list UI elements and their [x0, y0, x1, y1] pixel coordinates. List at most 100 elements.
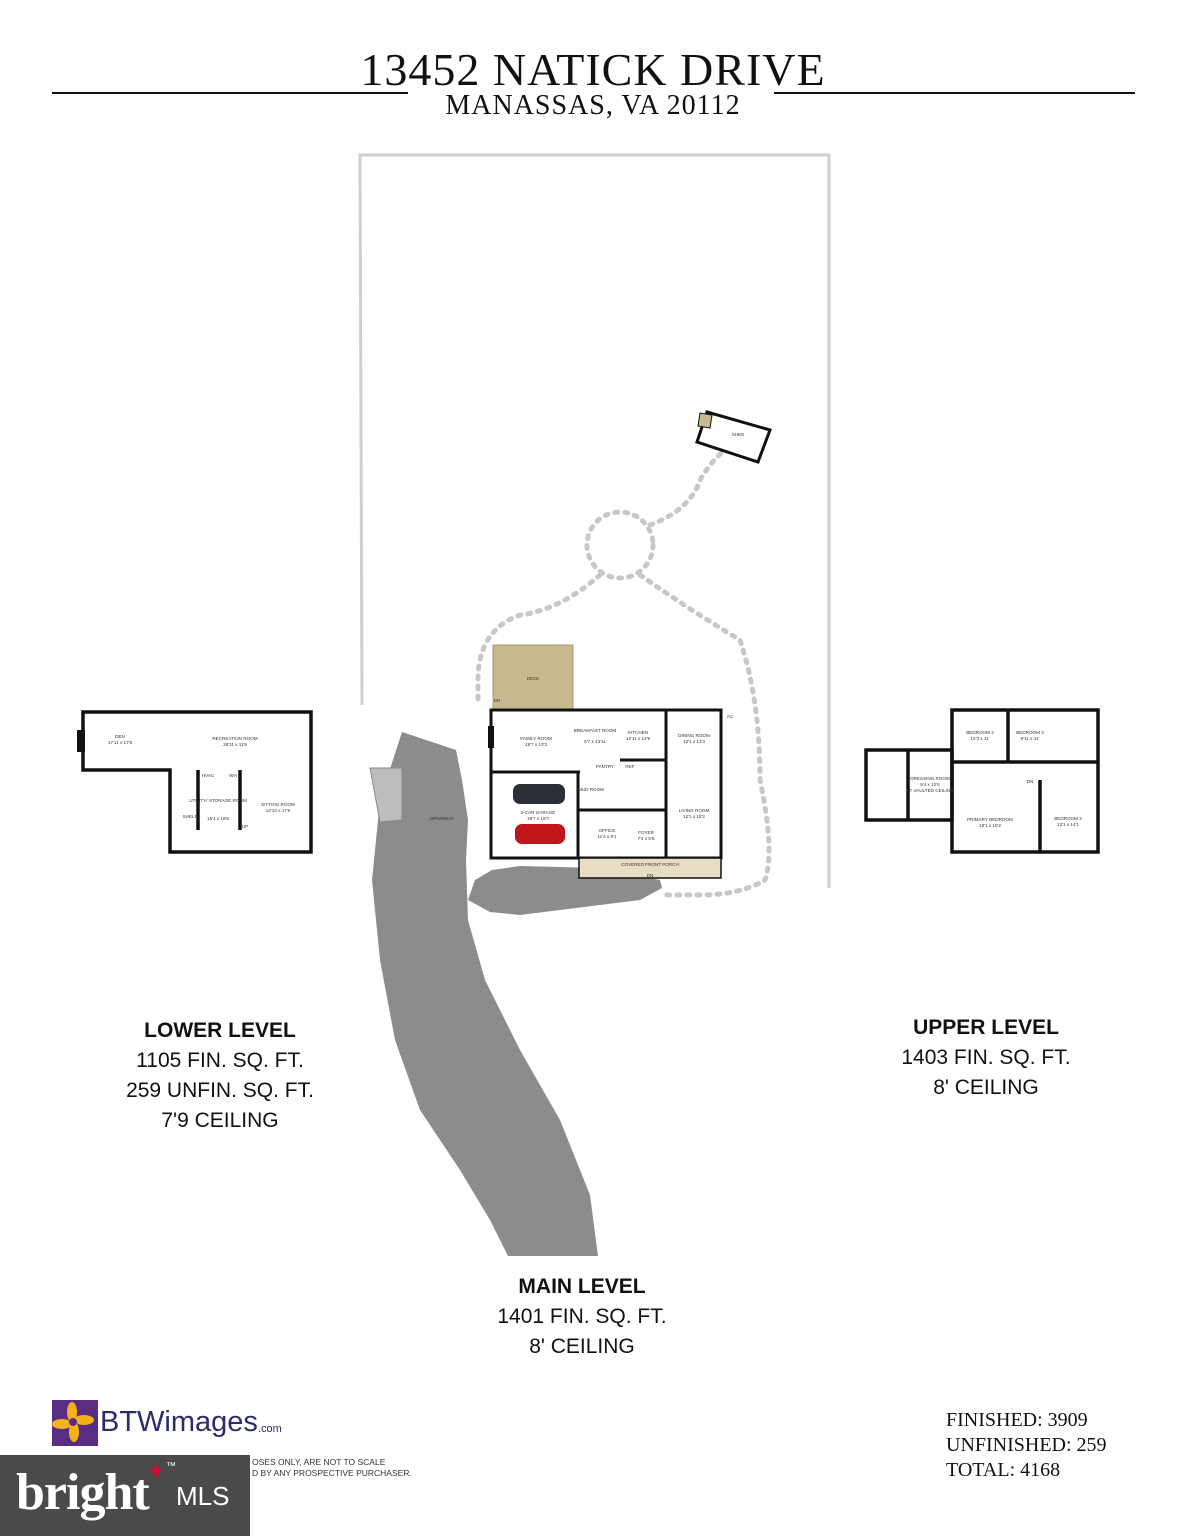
upper-level-ceiling: 8' CEILING: [933, 1076, 1039, 1099]
svg-text:DRESSING ROOM: DRESSING ROOM: [910, 776, 950, 781]
garden-path: [475, 447, 772, 898]
svg-text:DEN: DEN: [115, 734, 125, 739]
svg-text:REF: REF: [625, 764, 634, 769]
svg-text:COVERED FRONT PORCH: COVERED FRONT PORCH: [621, 862, 679, 867]
disclaimer-line1: OSES ONLY, ARE NOT TO SCALE: [252, 1457, 386, 1467]
logo-wordmark: BTWimages: [100, 1406, 258, 1438]
svg-text:BREAKFAST ROOM: BREAKFAST ROOM: [574, 728, 617, 733]
svg-text:SITTING ROOM: SITTING ROOM: [261, 802, 295, 807]
svg-text:BEDROOM 3: BEDROOM 3: [1016, 730, 1044, 735]
svg-text:DN: DN: [647, 873, 654, 878]
svg-text:12'11 x 14'9: 12'11 x 14'9: [626, 736, 651, 741]
svg-text:PRIMARY BEDROOM: PRIMARY BEDROOM: [967, 817, 1013, 822]
svg-text:UTILITY/ STORAGE ROOM: UTILITY/ STORAGE ROOM: [189, 798, 247, 803]
title-rule-right: [774, 92, 1135, 94]
fireplace-lower: [77, 730, 85, 752]
svg-text:UP: UP: [242, 824, 248, 829]
svg-text:LIVING ROOM: LIVING ROOM: [679, 808, 710, 813]
total-overall: TOTAL: 4168: [946, 1459, 1061, 1481]
title-rule-left: [52, 92, 408, 94]
watermark-bright: bright: [16, 1464, 150, 1521]
svg-text:29'11 x 11'9: 29'11 x 11'9: [223, 742, 247, 747]
svg-text:12'1 x 14'1: 12'1 x 14'1: [1057, 822, 1079, 827]
driveway: [372, 732, 662, 1256]
address-subtitle: MANASSAS, VA 20112: [445, 90, 741, 121]
lower-level-labels: DEN 17'11 x 17'6 RECREATION ROOM 29'11 x…: [108, 734, 295, 829]
svg-text:HVAC: HVAC: [202, 773, 215, 778]
main-level-name: MAIN LEVEL: [518, 1275, 646, 1298]
btw-logo: BTWimages .com: [52, 1400, 292, 1446]
svg-text:6'7 x 13'11: 6'7 x 13'11: [584, 739, 606, 744]
svg-text:BEDROOM 2: BEDROOM 2: [1054, 816, 1082, 821]
watermark-tm: ™: [166, 1461, 176, 1472]
main-level-ceiling: 8' CEILING: [529, 1335, 635, 1358]
svg-text:WH: WH: [229, 773, 237, 778]
svg-text:AC: AC: [727, 714, 734, 719]
upper-level-name: UPPER LEVEL: [913, 1016, 1059, 1039]
deck: DECK: [492, 644, 574, 711]
svg-text:MUD ROOM: MUD ROOM: [578, 787, 604, 792]
lower-level-ceiling: 7'9 CEILING: [161, 1109, 279, 1132]
svg-text:12'1 x 18'2: 12'1 x 18'2: [683, 814, 705, 819]
logo-suffix: .com: [258, 1423, 282, 1435]
bright-mls-watermark: bright MLS ™: [0, 1455, 250, 1536]
svg-text:OFFICE: OFFICE: [599, 828, 616, 833]
address-title: 13452 NATICK DRIVE: [360, 44, 826, 95]
svg-text:9'4 x 12'6: 9'4 x 12'6: [920, 782, 940, 787]
lower-level-unfinished: 259 UNFIN. SQ. FT.: [126, 1079, 314, 1102]
svg-text:DECK: DECK: [527, 676, 541, 681]
svg-text:7'4 x 5'8: 7'4 x 5'8: [638, 836, 655, 841]
svg-text:PANTRY: PANTRY: [596, 764, 614, 769]
car-red: [515, 824, 565, 844]
svg-text:SHED: SHED: [732, 432, 745, 437]
covered-front-porch: COVERED FRONT PORCH: [578, 857, 722, 879]
lower-level-name: LOWER LEVEL: [144, 1019, 296, 1042]
svg-text:12'3 x 11': 12'3 x 11': [970, 736, 989, 741]
svg-text:11'4 x 9'1: 11'4 x 9'1: [597, 834, 616, 839]
flower-logo-icon: [52, 1400, 98, 1446]
svg-text:17'11 x 17'6: 17'11 x 17'6: [108, 740, 133, 745]
svg-text:BEDROOM 4: BEDROOM 4: [966, 730, 994, 735]
disclaimer-line2: D BY ANY PROSPECTIVE PURCHASER.: [252, 1468, 412, 1478]
lot-boundary: [358, 153, 831, 888]
driveway-label: DRIVEWAY: [430, 816, 454, 821]
svg-text:DN: DN: [494, 698, 501, 703]
upper-level-summary: UPPER LEVEL 1403 FIN. SQ. FT. 8' CEILING: [866, 1013, 1106, 1103]
shed: SHED: [695, 410, 772, 464]
svg-text:KITCHEN: KITCHEN: [628, 730, 648, 735]
sqft-totals: FINISHED: 3909 UNFINISHED: 259 TOTAL: 41…: [946, 1408, 1166, 1483]
svg-text:19'7 x 19'7: 19'7 x 19'7: [527, 816, 549, 821]
svg-text:15'4 x 18'6: 15'4 x 18'6: [207, 816, 229, 821]
main-level-labels: FAMILY ROOM 19'7 x 13'3 BREAKFAST ROOM 6…: [494, 698, 734, 878]
svg-text:2-CAR GARAGE: 2-CAR GARAGE: [521, 810, 556, 815]
upper-level-finished: 1403 FIN. SQ. FT.: [901, 1046, 1071, 1069]
main-level-finished: 1401 FIN. SQ. FT.: [497, 1305, 667, 1328]
disclaimer: OSES ONLY, ARE NOT TO SCALE D BY ANY PRO…: [252, 1457, 452, 1479]
walkway-stones: [369, 767, 403, 823]
svg-text:19'7 x 13'3: 19'7 x 13'3: [525, 742, 547, 747]
svg-text:9'11 x 11': 9'11 x 11': [1021, 736, 1040, 741]
total-unfinished: UNFINISHED: 259: [946, 1434, 1107, 1456]
svg-text:DINING ROOM: DINING ROOM: [678, 733, 710, 738]
svg-text:18'1 x 15'2: 18'1 x 15'2: [979, 823, 1001, 828]
lower-level-summary: LOWER LEVEL 1105 FIN. SQ. FT. 259 UNFIN.…: [100, 1016, 340, 1136]
fireplace-main: [488, 726, 494, 748]
svg-text:DN: DN: [1027, 779, 1034, 784]
lower-level-finished: 1105 FIN. SQ. FT.: [136, 1049, 304, 1072]
svg-text:FOYER: FOYER: [638, 830, 655, 835]
upper-level-walls: [864, 708, 1100, 854]
upper-level-labels: BEDROOM 4 12'3 x 11' BEDROOM 3 9'11 x 11…: [906, 730, 1082, 828]
svg-text:14'10 x 17'5: 14'10 x 17'5: [266, 808, 291, 813]
svg-text:10' VAULTED CEILING: 10' VAULTED CEILING: [906, 788, 954, 793]
lower-level-walls: [81, 710, 313, 854]
main-level-summary: MAIN LEVEL 1401 FIN. SQ. FT. 8' CEILING: [462, 1272, 702, 1362]
svg-text:RECREATION ROOM: RECREATION ROOM: [212, 736, 258, 741]
svg-text:SHELF: SHELF: [183, 814, 198, 819]
svg-text:12'1 x 12'3: 12'1 x 12'3: [683, 739, 705, 744]
car-dark: [513, 784, 565, 804]
watermark-mls: MLS: [176, 1481, 230, 1511]
total-finished: FINISHED: 3909: [946, 1409, 1088, 1431]
star-icon: [148, 1463, 164, 1479]
svg-text:FAMILY ROOM: FAMILY ROOM: [520, 736, 552, 741]
